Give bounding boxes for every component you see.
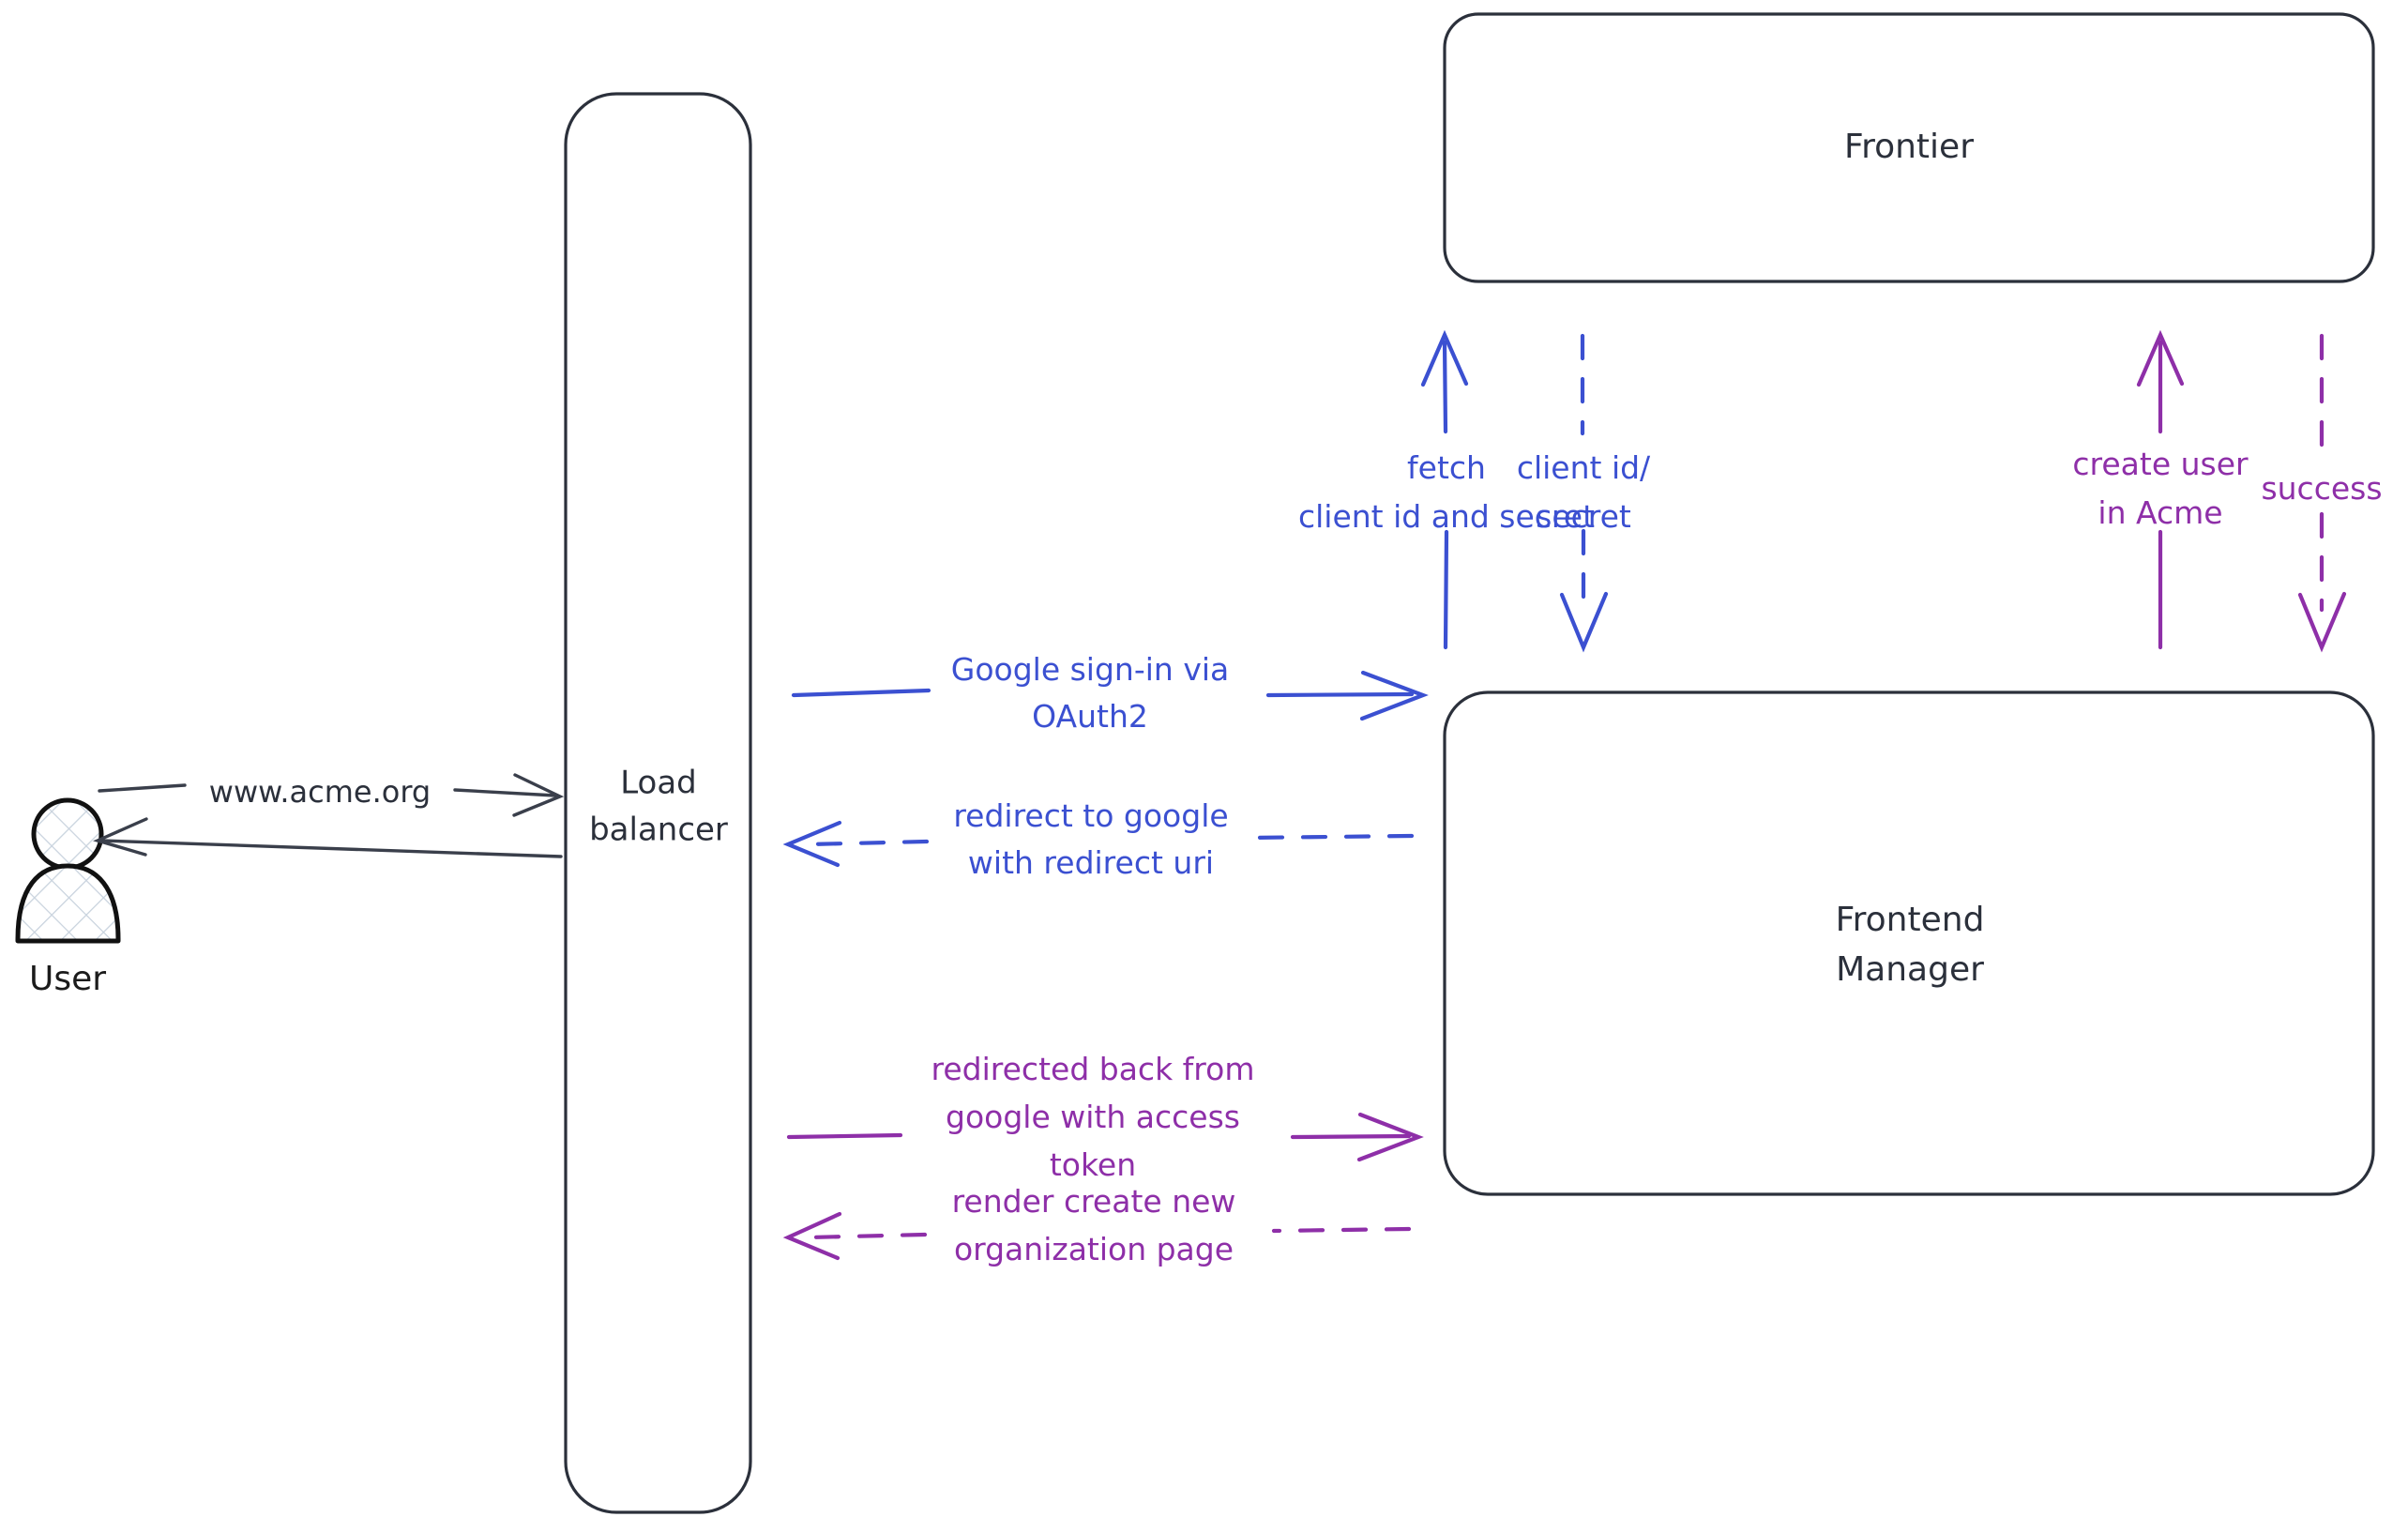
edge-fetch-label-line2: client id and secret	[1298, 498, 1595, 535]
node-frontier[interactable]: Frontier	[1443, 12, 2375, 283]
edge-redirect-google-line-head	[806, 839, 930, 847]
edge-user-to-lb-line-tail	[453, 788, 557, 797]
edge-fm-to-lb-render-org-page[interactable]: render create new organization page	[782, 1183, 1412, 1267]
edge-lb-to-user-line	[99, 839, 563, 858]
edge-google-signin-arrowhead-icon	[1359, 670, 1429, 721]
user-body-icon	[15, 863, 121, 944]
frontier-label: Frontier	[1844, 128, 1974, 166]
edge-user-to-lb-line	[98, 783, 187, 793]
edge-redirect-google-line-tail	[1245, 833, 1415, 841]
edge-success-arrowhead-icon	[2297, 591, 2347, 653]
load-balancer-label-line1: Load	[620, 765, 697, 802]
edge-create-user-label-line2: in Acme	[2098, 494, 2222, 531]
edge-render-org-line-head	[806, 1232, 928, 1240]
edge-frontier-to-fm-credentials[interactable]: client id/ secret	[1517, 333, 1651, 653]
edge-fm-to-frontier-fetch[interactable]: fetch client id and secret	[1298, 329, 1595, 650]
edge-user-to-lb-label: www.acme.org	[209, 774, 431, 810]
edge-redirect-google-label-line2: with redirect uri	[968, 844, 1214, 881]
edge-render-org-label-line2: organization page	[954, 1231, 1234, 1267]
edge-success-label: success	[2261, 470, 2382, 507]
edge-lb-to-fm-google-signin[interactable]: Google sign-in via OAuth2	[791, 651, 1429, 735]
load-balancer-label-line2: balancer	[589, 812, 728, 849]
edge-render-org-arrowhead-icon	[782, 1211, 842, 1261]
edge-google-signin-label-line1: Google sign-in via	[951, 651, 1229, 688]
node-frontend-manager[interactable]: Frontend Manager	[1443, 690, 2375, 1196]
edge-load-balancer-to-user[interactable]	[93, 817, 563, 858]
edge-frontier-to-fm-success[interactable]: success	[2261, 333, 2383, 653]
edge-lb-to-fm-access-token[interactable]: redirected back from google with access …	[786, 1051, 1424, 1183]
edge-fetch-label-line1: fetch	[1407, 449, 1486, 486]
edge-access-token-line-head	[786, 1132, 903, 1140]
edge-credentials-label-line2: secret	[1536, 498, 1631, 535]
user-head-icon	[31, 797, 104, 871]
edge-access-token-label-line1: redirected back from	[931, 1051, 1255, 1087]
edge-lb-to-user-arrowhead-icon	[93, 817, 148, 857]
frontend-manager-label-line2: Manager	[1836, 950, 1984, 989]
edge-fetch-line-upper	[1442, 340, 1448, 434]
edge-create-user-arrowhead-icon	[2136, 329, 2185, 387]
edge-fetch-arrowhead-icon	[1420, 329, 1469, 387]
edge-redirect-google-label-line1: redirect to google	[953, 797, 1228, 834]
node-load-balancer[interactable]: Load balancer	[564, 92, 752, 1514]
edge-credentials-label-line1: client id/	[1517, 449, 1651, 486]
edge-user-to-lb-arrowhead-icon	[512, 773, 565, 817]
edge-fm-to-lb-redirect-google[interactable]: redirect to google with redirect uri	[782, 797, 1415, 881]
user-label: User	[29, 960, 106, 998]
edge-credentials-arrowhead-icon	[1559, 591, 1609, 653]
edge-render-org-label-line1: render create new	[952, 1183, 1236, 1220]
edge-google-signin-label-line2: OAuth2	[1032, 698, 1148, 735]
edge-google-signin-line-head	[791, 688, 931, 698]
edge-fm-to-frontier-create-user[interactable]: create user in Acme	[2072, 329, 2249, 650]
node-user[interactable]: User	[15, 797, 121, 998]
edge-access-token-label-line2: google with access	[946, 1099, 1240, 1135]
edge-render-org-line-tail	[1271, 1226, 1412, 1234]
frontier-box	[1443, 12, 2375, 283]
edge-access-token-arrowhead-icon	[1356, 1112, 1424, 1162]
frontend-manager-box	[1443, 690, 2375, 1196]
edge-access-token-line-tail	[1290, 1133, 1412, 1140]
edge-user-to-load-balancer[interactable]: www.acme.org	[98, 773, 565, 817]
frontend-manager-label-line1: Frontend	[1836, 901, 1985, 939]
edge-access-token-label-line3: token	[1050, 1146, 1136, 1183]
edge-google-signin-line-tail	[1265, 691, 1415, 698]
load-balancer-box	[564, 92, 752, 1514]
edge-redirect-google-arrowhead-icon	[782, 820, 842, 868]
edge-create-user-label-line1: create user	[2072, 446, 2249, 482]
